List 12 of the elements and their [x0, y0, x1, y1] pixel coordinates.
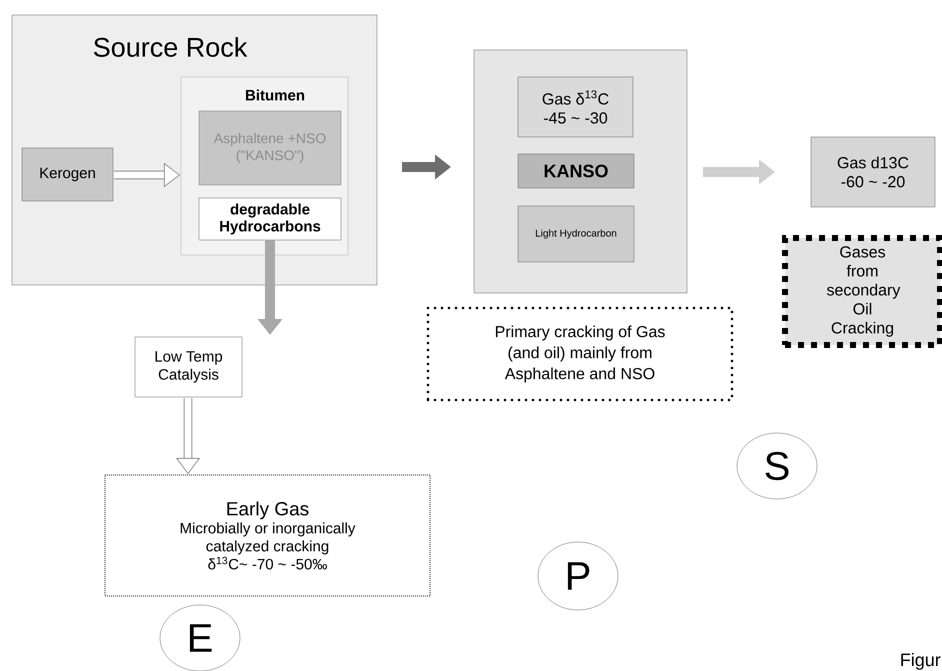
note-box: Early Gas Microbially or inorganically catalyzed cracking δ$^{13}$C~ -70 ~ -50‰: [104, 474, 430, 596]
process-box: Kerogen: [22, 148, 114, 202]
figure-label: Figur: [901, 653, 940, 670]
process-box: degradable Hydrocarbons: [198, 198, 342, 240]
process-box: Light Hydrocarbon: [518, 206, 634, 262]
process-box: Asphaltene +NSO ("KANSO"): [198, 110, 342, 186]
process-box: Gas d13C -60 ~ -20: [810, 136, 936, 208]
process-box: Low Temp Catalysis: [134, 336, 242, 398]
process-box: Gas δ$^{13}$C -45 ~ -30: [518, 76, 634, 138]
note-box: Primary cracking of Gas (and oil) mainly from Asphaltene and NSO: [426, 306, 734, 402]
note-box: Gases from secondary Oil Cracking: [782, 235, 942, 348]
process-box: KANSO: [518, 154, 634, 188]
